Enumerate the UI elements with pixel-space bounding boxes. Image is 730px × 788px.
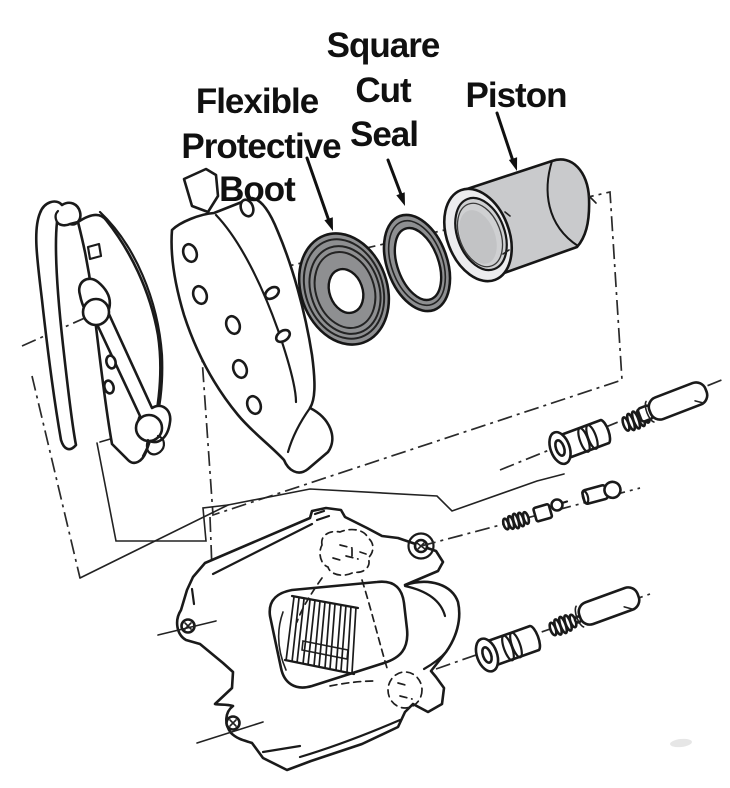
upper-bushing-sleeve — [548, 418, 612, 466]
seal-arrow — [386, 158, 405, 206]
label-square-cut-seal-line3: Seal — [350, 115, 418, 154]
piston — [443, 158, 597, 283]
label-piston-line1: Piston — [466, 76, 567, 115]
bore-hatching — [285, 596, 357, 674]
inner-brake-pad — [34, 200, 172, 465]
label-square-cut-seal-line1: Square — [327, 26, 440, 65]
label-boot-line1: Flexible — [196, 82, 319, 121]
label-boot-line3: Boot — [219, 170, 296, 209]
caliper-body — [175, 506, 461, 772]
bleeder-screw — [501, 498, 569, 531]
label-square-cut-seal-line2: Cut — [355, 71, 412, 110]
bleeder-cap — [581, 480, 622, 506]
label-piston: Piston — [466, 76, 568, 115]
flexible-protective-boot — [297, 232, 391, 346]
label-boot-line2: Protective — [181, 127, 341, 166]
outer-brake-pad — [170, 167, 334, 474]
caliper-ear-hole-bottom — [225, 715, 241, 731]
upper-guide-pin — [636, 381, 709, 423]
label-square-cut-seal: Square Cut Seal — [327, 26, 441, 154]
lower-guide-pin — [574, 586, 641, 628]
piston-arrow — [495, 111, 518, 171]
boot-arrow — [305, 156, 333, 231]
lower-bushing-sleeve — [474, 624, 542, 673]
print-smudge — [670, 738, 692, 748]
square-cut-seal — [382, 213, 452, 313]
label-flexible-protective-boot: Flexible Protective Boot — [181, 82, 342, 209]
lower-threaded-insert — [548, 613, 583, 637]
